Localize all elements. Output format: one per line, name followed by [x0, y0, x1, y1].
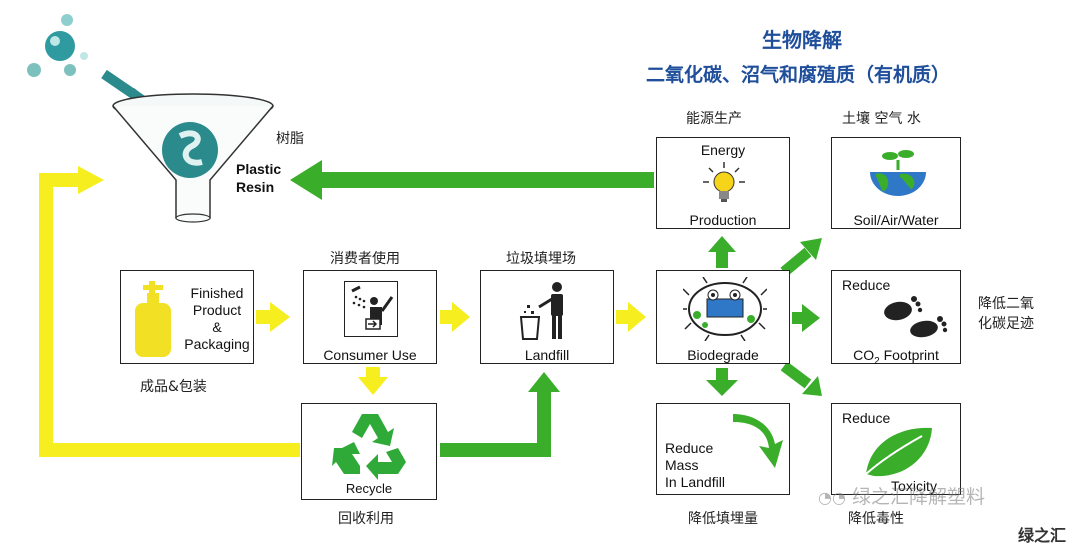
- footprint-icon: [884, 296, 948, 338]
- consumer-label-cn: 消费者使用: [330, 251, 400, 267]
- consumer-to-recycle-arrow: [358, 367, 388, 395]
- biodegrade-to-toxicity-arrow: [780, 361, 822, 396]
- finished-label-4: Packaging: [184, 336, 250, 352]
- recycle-to-landfill-arrowhead: [528, 372, 560, 392]
- title-line-2: 二氧化碳、沼气和腐殖质（有机质）: [646, 64, 951, 86]
- finished-product-box: Finished Product & Packaging: [120, 270, 254, 364]
- resin-label-en-2: Resin: [236, 179, 275, 195]
- toxicity-label-en-2: Toxicity: [891, 478, 937, 494]
- consumer-label-en: Consumer Use: [323, 347, 417, 363]
- resin-label-en: Plastic Resin: [236, 160, 281, 196]
- landfill-label-en: Landfill: [524, 347, 570, 363]
- resin-label-en-1: Plastic: [236, 161, 282, 177]
- recycle-to-resin-arrow: [39, 173, 300, 457]
- biodegrade-to-soil-arrow: [780, 238, 822, 277]
- co2-label-en: CO2 Footprint: [832, 347, 960, 367]
- mass-label-en-2: Mass: [665, 457, 699, 473]
- energy-box: Energy Production: [656, 137, 790, 229]
- microbe-icon: [683, 277, 767, 341]
- co2-label-cn-1: 降低二氧: [978, 296, 1034, 312]
- down-curve-arrow-icon: [733, 414, 783, 468]
- energy-label-en-1: Energy: [700, 142, 746, 158]
- watermark-text: 绿之汇降解塑料: [851, 486, 985, 508]
- recycle-to-resin-arrowhead: [78, 166, 104, 194]
- watermark: ◔◔ 绿之汇降解塑料: [818, 482, 985, 509]
- toxicity-label-en-1: Reduce: [842, 410, 891, 426]
- toxicity-label-cn: 降低毒性: [848, 511, 904, 527]
- co2-label-cn-2: 化碳足迹: [978, 316, 1034, 332]
- finished-label-3: &: [212, 319, 222, 335]
- energy-label-cn: 能源生产: [686, 111, 742, 127]
- lightbulb-icon: [703, 162, 745, 202]
- finished-to-consumer-arrow: [256, 302, 290, 332]
- wechat-icon: ◔◔: [818, 488, 846, 507]
- soil-air-water-box: Soil/Air/Water: [831, 137, 961, 229]
- recycle-to-landfill-arrow: [440, 390, 551, 457]
- biodegrade-box: Biodegrade: [656, 270, 790, 364]
- landfill-to-biodegrade-arrow: [616, 302, 646, 332]
- mass-label-cn: 降低填埋量: [688, 511, 758, 527]
- soil-label-cn: 土壤 空气 水: [842, 111, 921, 127]
- resin-droplets: [27, 14, 88, 77]
- reduce-toxicity-box: Reduce Toxicity: [831, 403, 961, 495]
- mass-label-en-3: In Landfill: [665, 474, 725, 490]
- finished-label-cn: 成品&包装: [140, 379, 207, 395]
- recycle-box: Recycle: [301, 403, 437, 500]
- co2-label-en-2: CO: [853, 347, 875, 363]
- shower-icon: [344, 281, 398, 337]
- biodegrade-to-energy-arrow: [708, 236, 736, 268]
- consumer-to-landfill-arrow: [440, 302, 470, 332]
- recycle-label-en: Recycle: [345, 481, 393, 496]
- energy-to-resin-arrow: [290, 160, 654, 200]
- earth-plant-icon: [870, 150, 926, 196]
- recycle-icon: [332, 414, 406, 480]
- resin-label-cn: 树脂: [276, 131, 304, 147]
- soil-label-en: Soil/Air/Water: [853, 212, 939, 228]
- recycle-label-cn: 回收利用: [338, 511, 394, 527]
- biodegrade-label-en: Biodegrade: [687, 347, 759, 363]
- co2-label-sub: 2: [874, 355, 880, 367]
- consumer-use-box: Consumer Use: [303, 270, 437, 364]
- finished-label-2: Product: [192, 302, 242, 318]
- trash-person-icon: [519, 282, 563, 340]
- energy-label-en-2: Production: [689, 212, 757, 228]
- funnel-icon: [112, 93, 274, 223]
- landfill-box: Landfill: [480, 270, 614, 364]
- finished-label-1: Finished: [190, 285, 244, 301]
- co2-footprint-box: Reduce CO2 Footprint: [831, 270, 961, 367]
- mass-label-en-1: Reduce: [665, 440, 714, 456]
- bottle-icon: [135, 281, 171, 357]
- watermark-corner: 绿之汇: [1018, 526, 1067, 545]
- landfill-label-cn: 垃圾填埋场: [506, 251, 576, 267]
- co2-label-en-1: Reduce: [842, 277, 891, 293]
- biodegrade-to-co2-arrow: [792, 304, 820, 332]
- reduce-mass-box: Reduce Mass In Landfill: [656, 403, 790, 495]
- title-line-1: 生物降解: [762, 28, 842, 52]
- co2-label-en-3: Footprint: [879, 347, 939, 363]
- biodegrade-to-mass-arrow: [706, 368, 738, 396]
- leaf-icon: [865, 427, 932, 477]
